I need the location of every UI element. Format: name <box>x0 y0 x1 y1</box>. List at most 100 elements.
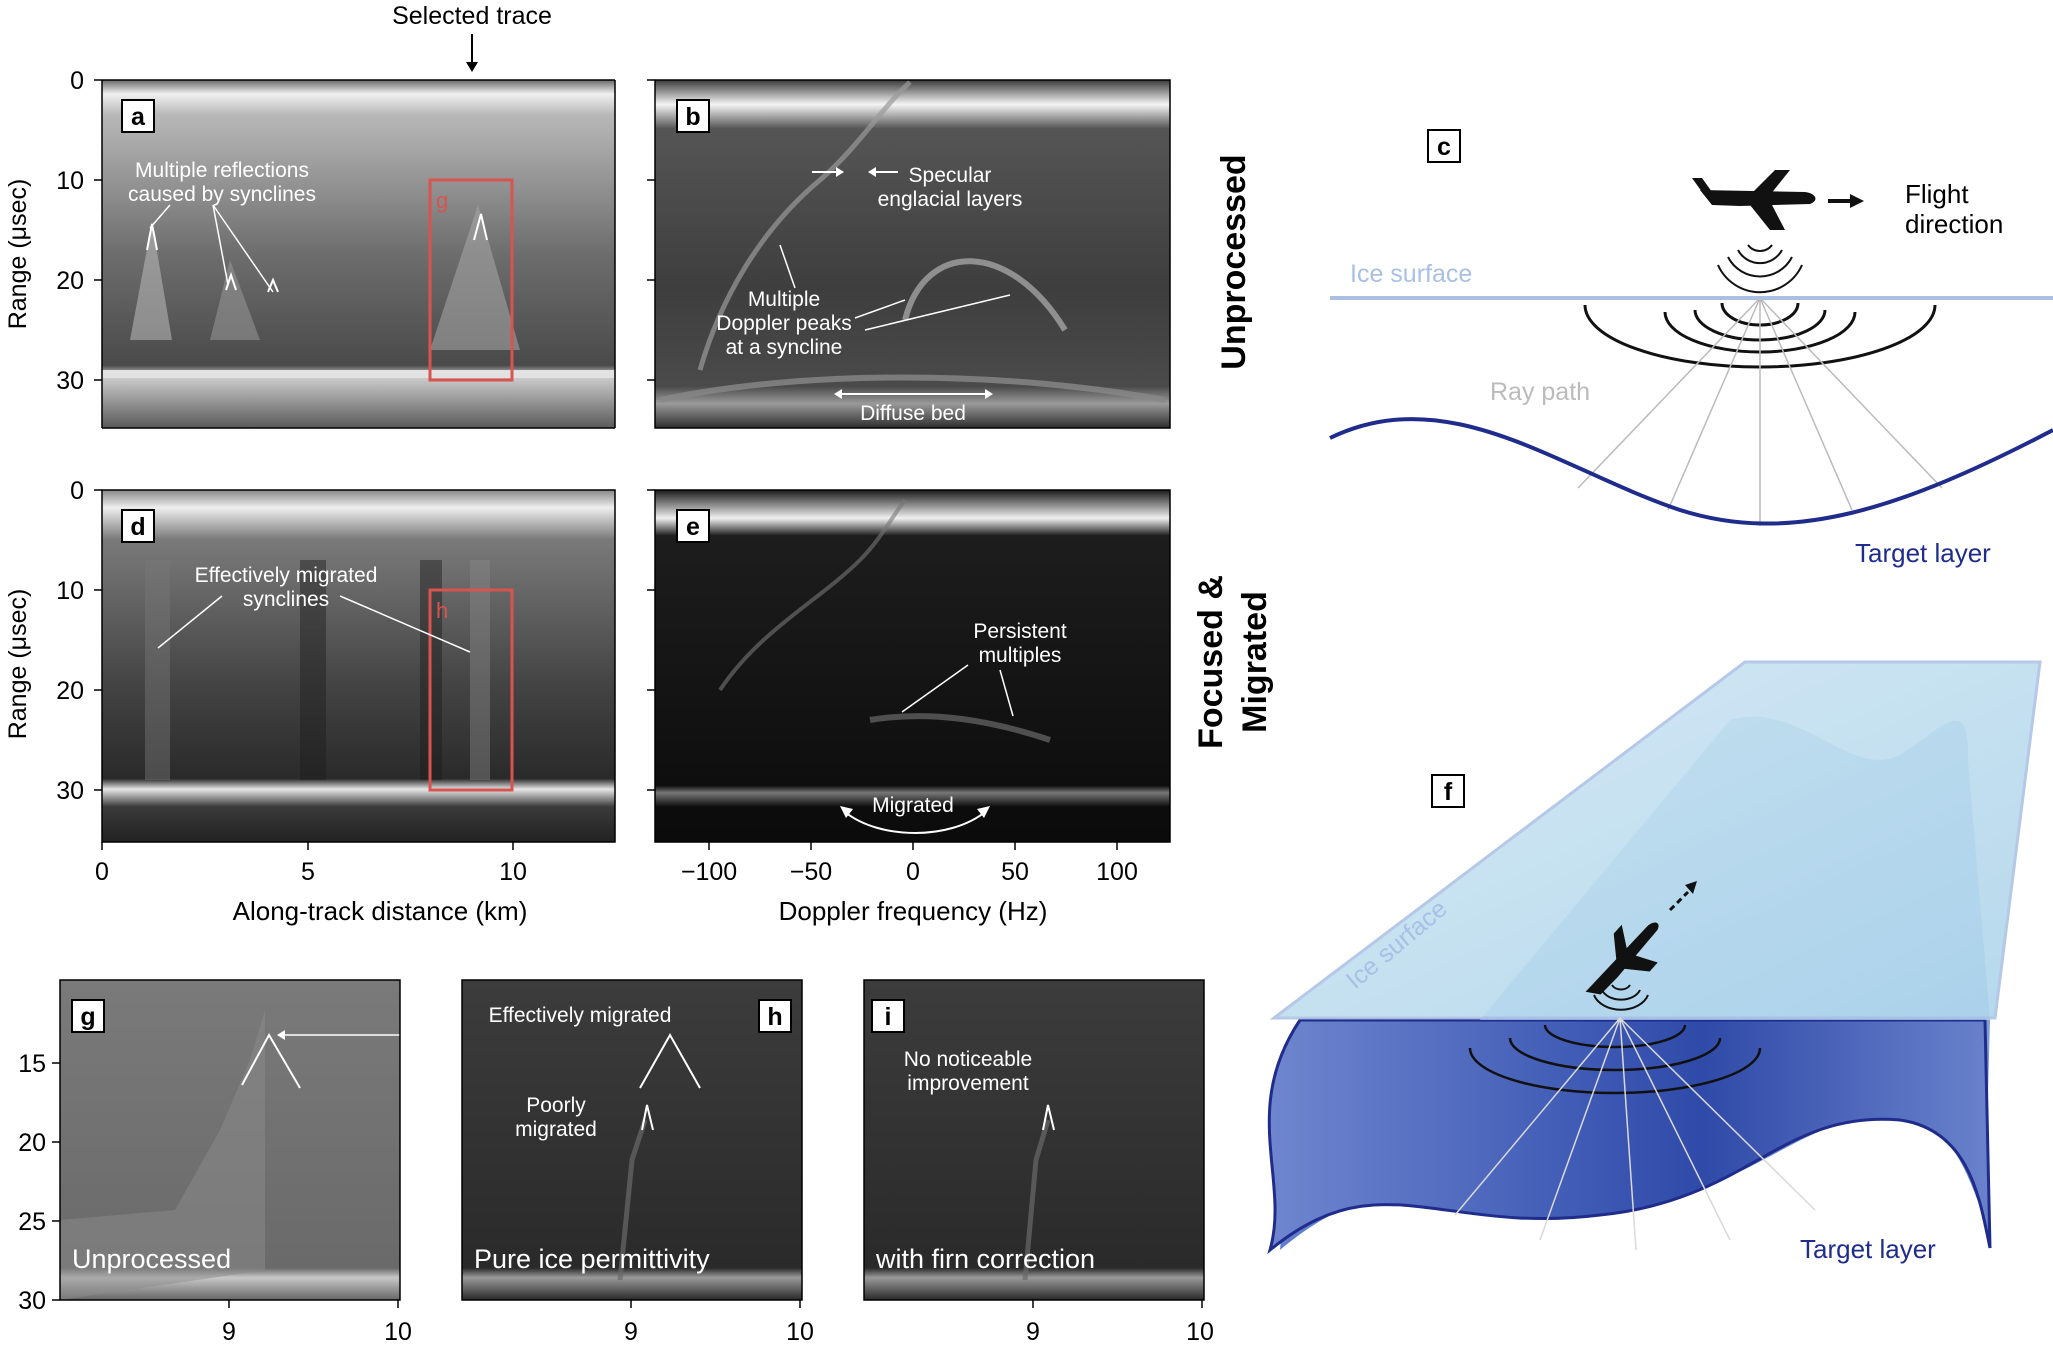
airplane-icon <box>1692 170 1816 230</box>
tick-label-dop-m100: −100 <box>681 858 737 886</box>
target-layer-label-f: Target layer <box>1800 1234 1936 1264</box>
ann-doppler-2: Doppler peaks <box>716 312 851 335</box>
zoom-image-h <box>462 980 802 1300</box>
caption-h: Pure ice permittivity <box>474 1244 710 1274</box>
diffuse-bed-b <box>659 374 1166 403</box>
tick-label-dist-5: 5 <box>301 858 315 886</box>
ann-migrated-arc <box>844 811 986 834</box>
tick-label-dop-50: 50 <box>1001 858 1029 886</box>
flight-direction-1: Flight <box>1905 179 1969 209</box>
ray-paths-c <box>1577 297 1943 526</box>
doppler-arc-b <box>902 258 1068 332</box>
ann-multiple-reflections-2: caused by synclines <box>128 183 316 206</box>
zoom-image-i <box>864 980 1204 1300</box>
ann-multiple-reflections-1: Multiple reflections <box>135 159 309 182</box>
tick-label-dop-100: 100 <box>1096 858 1138 886</box>
zoom-ytick-20: 20 <box>18 1129 46 1157</box>
zoom-xtick-g-9: 9 <box>222 1318 236 1346</box>
ice-surface-label-c: Ice surface <box>1350 260 1472 288</box>
panel-i: i No noticeable improvement with firn co… <box>863 979 1214 1346</box>
wavefronts-air-f <box>1593 984 1649 1011</box>
panel-letter-f: f <box>1444 778 1453 806</box>
row-label-focused: Focused & <box>1192 575 1230 749</box>
panel-h: h Effectively migrated Poorly migrated P… <box>461 979 814 1346</box>
row-label-migrated: Migrated <box>1236 591 1274 733</box>
axis-x-e: −100 −50 0 50 100 Doppler frequency (Hz) <box>681 842 1138 926</box>
caption-i: with firn correction <box>875 1244 1095 1274</box>
ann-doppler-3: at a syncline <box>726 336 843 359</box>
selected-trace-label: Selected trace <box>392 2 552 30</box>
panel-c: c Flight direction Ice surface <box>1329 129 2053 568</box>
ann-persistent-2: multiples <box>979 644 1062 667</box>
caret-i <box>1042 1104 1055 1131</box>
radargram-d <box>102 490 615 842</box>
tick-label-dop-m50: −50 <box>790 858 832 886</box>
ann-effectively-migrated-h: Effectively migrated <box>489 1004 672 1027</box>
zoom-ytick-30: 30 <box>18 1287 46 1315</box>
flight-arrow-f <box>1668 890 1690 912</box>
ann-doppler-1: Multiple <box>748 288 820 311</box>
zoom-box-label-g: g <box>436 188 448 213</box>
x-axis-label-doppler: Doppler frequency (Hz) <box>779 896 1048 926</box>
y-axis-label-a: Range (μsec) <box>4 179 32 330</box>
ann-migrated: Migrated <box>872 794 954 817</box>
target-surface-f <box>1267 1018 1992 1255</box>
wavefronts-ice-f <box>1468 1024 1762 1095</box>
ann-specular-2: englacial layers <box>878 188 1023 211</box>
zoom-xtick-g-10: 10 <box>384 1318 412 1346</box>
panel-letter-box-h <box>758 999 792 1033</box>
target-layer-label-c: Target layer <box>1855 538 1991 568</box>
ann-pointers-a <box>149 204 274 293</box>
x-axis-label-distance: Along-track distance (km) <box>233 896 528 926</box>
panel-letter-box-c <box>1427 129 1461 163</box>
panel-letter-box-d <box>121 509 155 543</box>
tick-label-d-20: 20 <box>56 677 84 705</box>
syncline-features-a <box>130 205 520 350</box>
tick-label-d-10: 10 <box>56 577 84 605</box>
tick-label-d-0: 0 <box>70 477 84 505</box>
panel-letter-c: c <box>1437 133 1451 161</box>
panel-letter-e: e <box>686 513 700 541</box>
tick-label-dist-0: 0 <box>95 858 109 886</box>
panel-f: Ice surface Target layer f <box>1267 660 2042 1264</box>
panel-letter-h: h <box>767 1003 782 1031</box>
zoom-xtick-i-10: 10 <box>1186 1318 1214 1346</box>
ray-path-label-c: Ray path <box>1490 378 1590 406</box>
ray-paths-f <box>1454 1017 1816 1251</box>
panel-letter-box-b <box>676 99 710 133</box>
bed-band-a <box>102 370 615 378</box>
ann-poorly-1: Poorly <box>526 1094 586 1117</box>
ann-effectively-migrated-1: Effectively migrated <box>195 564 378 587</box>
panel-letter-b: b <box>685 103 700 131</box>
tick-label-dop-0: 0 <box>906 858 920 886</box>
ann-no-improvement-1: No noticeable <box>904 1048 1032 1071</box>
zoom-ytick-15: 15 <box>18 1050 46 1078</box>
panel-d: h d Effectively migrated synclines <box>101 489 616 843</box>
tick-label-a-0: 0 <box>70 67 84 95</box>
zoom-ytick-25: 25 <box>18 1208 46 1236</box>
ann-diffuse-bed: Diffuse bed <box>860 402 966 425</box>
radargram-b <box>655 80 1170 428</box>
zoom-xtick-i-9: 9 <box>1026 1318 1040 1346</box>
zoom-xtick-h-9: 9 <box>624 1318 638 1346</box>
panel-g: g Unprocessed 15 20 25 30 9 10 <box>18 979 676 1346</box>
radargram-e <box>655 490 1170 842</box>
panel-a: g a Multiple reflections caused by syncl… <box>101 79 616 429</box>
axis-y-b-ticks <box>647 79 655 381</box>
caption-g: Unprocessed <box>72 1244 231 1274</box>
axis-y-d: 0 10 20 30 Range (μsec) <box>4 477 102 805</box>
ann-carets-a <box>146 213 488 293</box>
panel-letter-box-e <box>676 509 710 543</box>
panel-letter-box-g <box>71 999 105 1033</box>
axis-x-d: 0 5 10 Along-track distance (km) <box>95 842 527 926</box>
ann-pointers-d <box>157 595 471 653</box>
y-axis-label-d: Range (μsec) <box>4 589 32 740</box>
ann-poorly-2: migrated <box>515 1118 597 1141</box>
panel-letter-g: g <box>80 1003 95 1031</box>
zoom-box-h <box>428 588 514 792</box>
specular-layer-trace-b <box>697 80 912 371</box>
zoom-xtick-h-10: 10 <box>786 1318 814 1346</box>
row-label-unprocessed: Unprocessed <box>1215 154 1253 369</box>
panel-letter-box-a <box>121 99 155 133</box>
ann-effectively-migrated-2: synclines <box>243 588 329 611</box>
